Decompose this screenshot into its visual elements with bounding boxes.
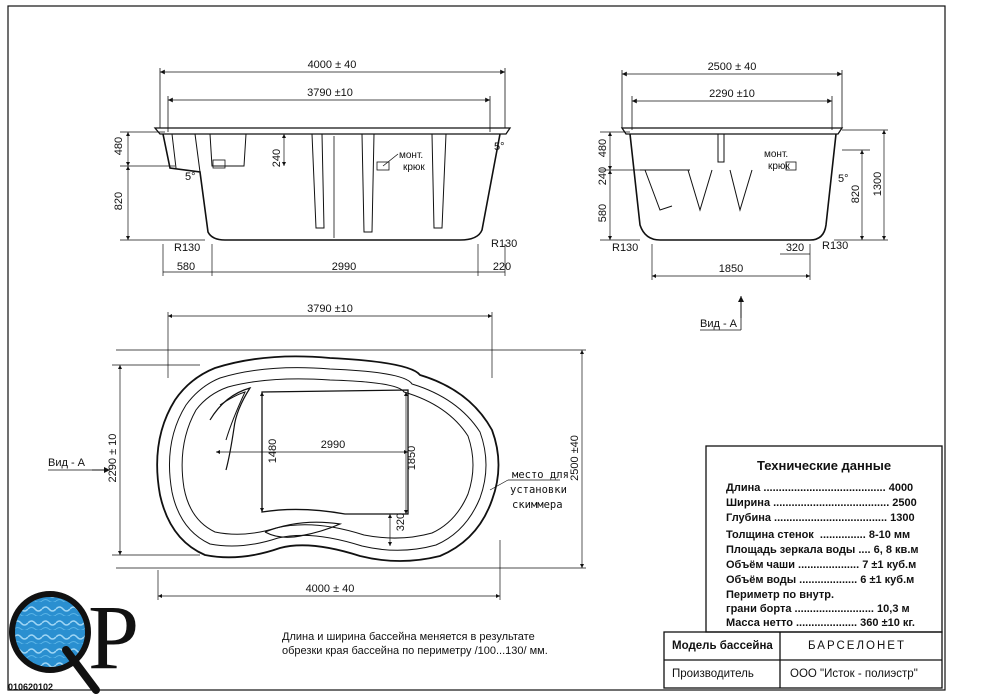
side-angle-right-label: 5° <box>494 141 505 153</box>
spec-row: Ширина .................................… <box>726 497 917 509</box>
plan-view-a-label: Вид - А <box>48 457 86 469</box>
end-angle-label: 5° <box>838 173 849 185</box>
trim-note-line-1: Длина и ширина бассейна меняется в резул… <box>282 631 535 643</box>
side-floor-length-label: 2990 <box>332 261 356 273</box>
skimmer-note-line-3: скиммера <box>512 499 563 511</box>
end-total-height-label: 1300 <box>872 172 884 196</box>
skimmer-note-line-2: установки <box>510 484 567 496</box>
title-block <box>663 631 943 689</box>
side-foot-left-label: 580 <box>177 261 195 273</box>
end-radius-left-label: R130 <box>612 242 638 254</box>
specs-title: Технические данные <box>756 458 892 473</box>
plan-floor-length-label: 2990 <box>321 439 345 451</box>
plan-inner-length-label: 3790 ±10 <box>307 303 353 315</box>
technical-specs: Технические данные Длина ...............… <box>706 446 942 632</box>
spec-row: Масса нетто .................... 360 ±10… <box>726 617 915 629</box>
end-depth-label: 820 <box>850 185 862 203</box>
plan-offset-label: 320 <box>395 513 407 531</box>
end-h-mid-label: 240 <box>597 167 609 185</box>
spec-row: Периметр по внутр. <box>726 589 835 601</box>
trim-note: Длина и ширина бассейна меняется в резул… <box>282 631 548 657</box>
spec-row: Глубина ................................… <box>726 512 915 524</box>
side-radius-right-label: R130 <box>491 238 517 250</box>
end-view <box>600 70 888 331</box>
side-view <box>120 68 512 276</box>
end-h-top-label: 480 <box>597 139 609 157</box>
model-label: Модель бассейна <box>672 640 773 652</box>
end-h-low-label: 580 <box>597 204 609 222</box>
spec-row: Длина ..................................… <box>726 482 914 494</box>
side-radius-left-label: R130 <box>174 242 200 254</box>
end-view-a-label: Вид - А <box>700 318 738 330</box>
trim-note-line-2: обрезки края бассейна по периметру /100.… <box>282 645 548 657</box>
side-h-top-label: 480 <box>113 137 125 155</box>
logo: P 010620102 <box>8 586 139 694</box>
spec-row: Площадь зеркала воды .... 6, 8 кв.м <box>726 544 919 556</box>
end-inner-width-label: 2290 ±10 <box>709 88 755 100</box>
model-value: БАРСЕЛОНЕТ <box>808 640 906 652</box>
spec-row: Объём воды ................... 6 ±1 куб.… <box>726 574 915 586</box>
side-view-labels: 4000 ± 40 3790 ±10 480 820 240 5° 5° R13… <box>113 59 517 273</box>
side-hook-label-2: крюк <box>403 162 425 173</box>
end-view-labels: 2500 ± 40 2290 ±10 480 240 580 820 1300 … <box>597 61 884 330</box>
logo-code: 010620102 <box>8 682 53 692</box>
plan-view-labels: 3790 ±10 4000 ± 40 2290 ± 10 2500 ±40 29… <box>48 303 581 595</box>
spec-row: грани борта .......................... 1… <box>726 603 910 615</box>
end-hook-label-1: монт. <box>764 149 788 160</box>
side-foot-right-label: 220 <box>493 261 511 273</box>
plan-overall-width-label: 2500 ±40 <box>569 435 581 481</box>
end-floor-width-label: 1850 <box>719 263 743 275</box>
end-radius-right-label: R130 <box>822 240 848 252</box>
spec-row: Толщина стенок ............... 8-10 мм <box>726 529 911 541</box>
logo-q-tail <box>62 646 100 694</box>
side-overall-length-label: 4000 ± 40 <box>308 59 357 71</box>
end-overall-width-label: 2500 ± 40 <box>708 61 757 73</box>
logo-letter-p: P <box>88 586 139 688</box>
plan-view <box>48 312 586 600</box>
maker-label: Производитель <box>672 668 754 680</box>
side-inner-length-label: 3790 ±10 <box>307 87 353 99</box>
side-angle-left-label: 5° <box>185 171 196 183</box>
skimmer-note-line-1: место для <box>512 469 569 481</box>
side-hook-label-1: монт. <box>399 150 423 161</box>
plan-overall-length-label: 4000 ± 40 <box>306 583 355 595</box>
end-hook-label-2: крюк <box>768 161 790 172</box>
plan-floor-width-label: 1850 <box>406 446 418 470</box>
plan-step-width-label: 1480 <box>267 439 279 463</box>
sheet-frame <box>7 5 946 691</box>
side-h-bottom-label: 820 <box>113 192 125 210</box>
plan-inner-width-label: 2290 ± 10 <box>107 434 119 483</box>
spec-row: Объём чаши .................... 7 ±1 куб… <box>726 559 917 571</box>
maker-value: ООО "Исток - полиэстр" <box>790 668 918 680</box>
end-offset-label: 320 <box>786 242 804 254</box>
side-step-height-label: 240 <box>271 149 283 167</box>
